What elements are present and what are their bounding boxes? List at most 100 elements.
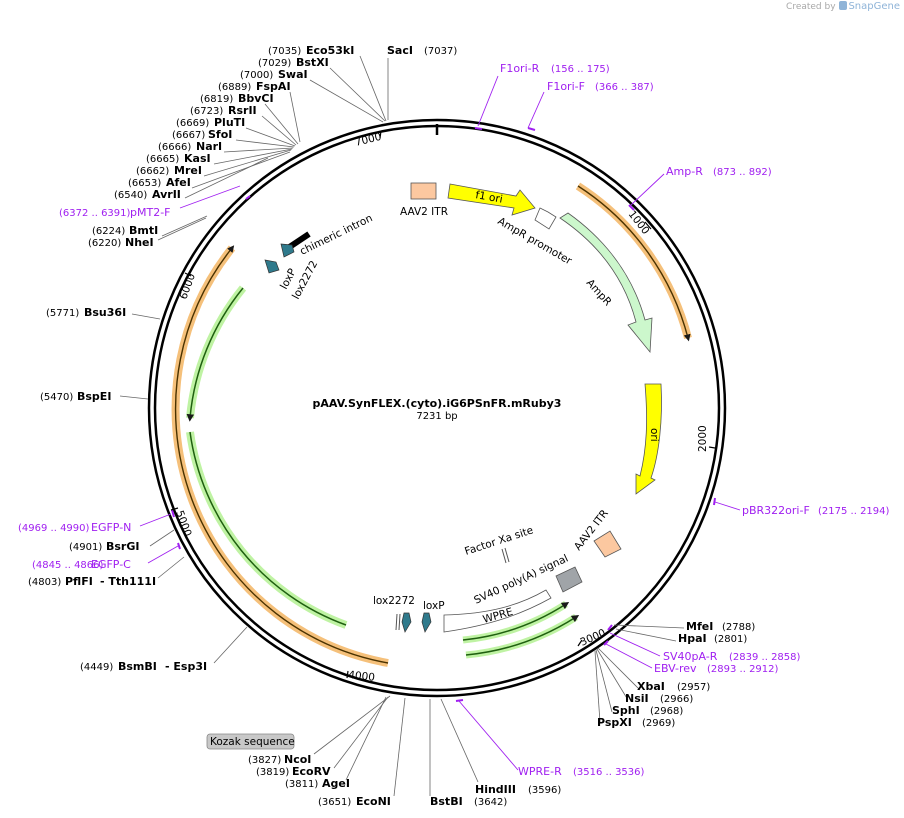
loxp-bottom-arrow [421, 612, 432, 633]
f1-ori-arrow [447, 183, 536, 216]
enzyme-name: NsiI [625, 692, 649, 705]
enzyme-name: MfeI [686, 620, 713, 633]
enzyme-name: HindIII [475, 783, 516, 796]
primer-marks [171, 127, 716, 702]
tick-label: 4000 [348, 669, 376, 684]
enzyme-name: PflFI [65, 575, 93, 588]
tick-label: 3000 [578, 627, 607, 649]
factor-xa-mark [501, 548, 507, 564]
lox2272-bottom-label: lox2272 [373, 595, 415, 607]
lox2272-bottom-arrow [401, 612, 412, 633]
watermark-prefix: Created by [786, 2, 836, 12]
loxp-bottom-label: loxP [423, 600, 445, 612]
enzyme-pos: (2966) [660, 694, 693, 705]
enzyme-pos: (2957) [677, 682, 710, 693]
enzyme-pos: (7000) [240, 70, 273, 81]
ampr-label: AmpR [584, 277, 614, 308]
primer-range: (6372 .. 6391) [59, 208, 131, 219]
enzyme-pos: (2969) [642, 718, 675, 729]
enzyme-name: Bsu36I [84, 306, 126, 319]
enzyme-pos: (4449) [80, 662, 113, 673]
kozak-label: Kozak sequence [210, 736, 295, 748]
primer-range: (4845 .. 4866) [32, 560, 104, 571]
enzyme-pos: (6669) [176, 118, 209, 129]
primer-name: WPRE-R [518, 765, 562, 778]
f1-ori-label: f1 ori [474, 189, 503, 206]
primer-range: (3516 .. 3536) [573, 767, 645, 778]
enzyme-name: PluTI [214, 116, 245, 129]
factor-xa-label: Factor Xa site [463, 524, 535, 557]
enzyme-pos: (7037) [424, 46, 457, 57]
enzyme-name: AfeI [166, 176, 191, 189]
ori-label: ori [648, 428, 660, 442]
primer-labels: F1ori-R (156 .. 175) F1ori-F (366 .. 387… [18, 62, 890, 778]
primer-range: (366 .. 387) [595, 82, 654, 93]
primer-leaders [139, 75, 741, 771]
primer-range: (2175 .. 2194) [818, 506, 890, 517]
plasmid-length: 7231 bp [416, 411, 457, 422]
enzyme-pos: (5771) [46, 308, 79, 319]
enzyme-name: SacI [387, 44, 413, 57]
enzyme-name: BstXI [296, 56, 329, 69]
orf-green-bottom-1-line [462, 601, 570, 641]
enzyme-name: BsmBI [118, 660, 157, 673]
enzyme-name: EcoRV [292, 765, 331, 778]
enzyme-name: BsrGI [106, 540, 139, 553]
enzyme-pos: (6667) [172, 130, 205, 141]
enzyme-name: BstBI [430, 795, 463, 808]
aav2-itr-top-label: AAV2 ITR [400, 206, 448, 218]
enzyme-name: BbvCI [238, 92, 274, 105]
enzyme-name: SwaI [278, 68, 308, 81]
enzyme-name: AvrII [152, 188, 181, 201]
enzyme-pos: (3596) [528, 785, 561, 796]
snapgene-watermark: Created by SnapGene [786, 1, 900, 12]
primer-name: Amp-R [666, 165, 703, 178]
enzyme-name: FspAI [256, 80, 291, 93]
enzyme-pos: (7029) [258, 58, 291, 69]
ori-arrow [635, 383, 662, 495]
enzyme-pos: (3819) [256, 767, 289, 778]
enzyme-pos: (3827) [248, 755, 281, 766]
enzyme-pos: (4803) [28, 577, 61, 588]
primer-name: pMT2-F [130, 206, 171, 219]
leader-lines [119, 55, 685, 797]
enzyme-labels: SacI (7037) Eco53kI (7035) BstXI (7029) … [28, 44, 755, 808]
orf-green-left-1-line [186, 287, 244, 422]
enzyme-name: - Tth111I [100, 575, 156, 588]
primer-range: (2893 .. 2912) [707, 664, 779, 675]
enzyme-name: BspEI [77, 390, 111, 403]
orf-green-left-2-line [189, 431, 347, 626]
aav2-itr-top [410, 182, 437, 200]
loxp-top-arrow [280, 243, 295, 258]
orf-orange-left-line [174, 245, 389, 664]
orf-green-left-2 [186, 431, 348, 629]
orf-orange-right-line [577, 185, 691, 342]
enzyme-name: HpaI [678, 632, 707, 645]
enzyme-name: RsrII [228, 104, 257, 117]
backbone-outer-ring [147, 118, 727, 698]
sv40-polya-label: SV40 poly(A) signal [472, 553, 570, 607]
watermark-brand: SnapGene [848, 1, 900, 12]
enzyme-pos: (6224) [92, 226, 125, 237]
enzyme-pos: (6666) [158, 142, 191, 153]
enzyme-name: MreI [174, 164, 202, 177]
enzyme-pos: (6653) [128, 178, 161, 189]
enzyme-pos: (2968) [650, 706, 683, 717]
snapgene-logo-icon [839, 1, 848, 10]
enzyme-name: NarI [196, 140, 222, 153]
enzyme-name: EcoNI [356, 795, 391, 808]
primer-name: EGFP-C [91, 558, 131, 571]
primer-name: F1ori-R [500, 62, 540, 75]
enzyme-pos: (4901) [69, 542, 102, 553]
primer-name: SV40pA-R [663, 650, 718, 663]
enzyme-pos: (6220) [88, 238, 121, 249]
enzyme-name: - Esp3I [165, 660, 207, 673]
enzyme-name: NheI [125, 236, 154, 249]
enzyme-name: Eco53kI [306, 44, 354, 57]
tick-label: 5000 [173, 509, 193, 538]
primer-name: EGFP-N [91, 521, 131, 534]
enzyme-pos: (6889) [218, 82, 251, 93]
enzyme-name: PspXI [597, 716, 632, 729]
enzyme-pos: (3651) [318, 797, 351, 808]
